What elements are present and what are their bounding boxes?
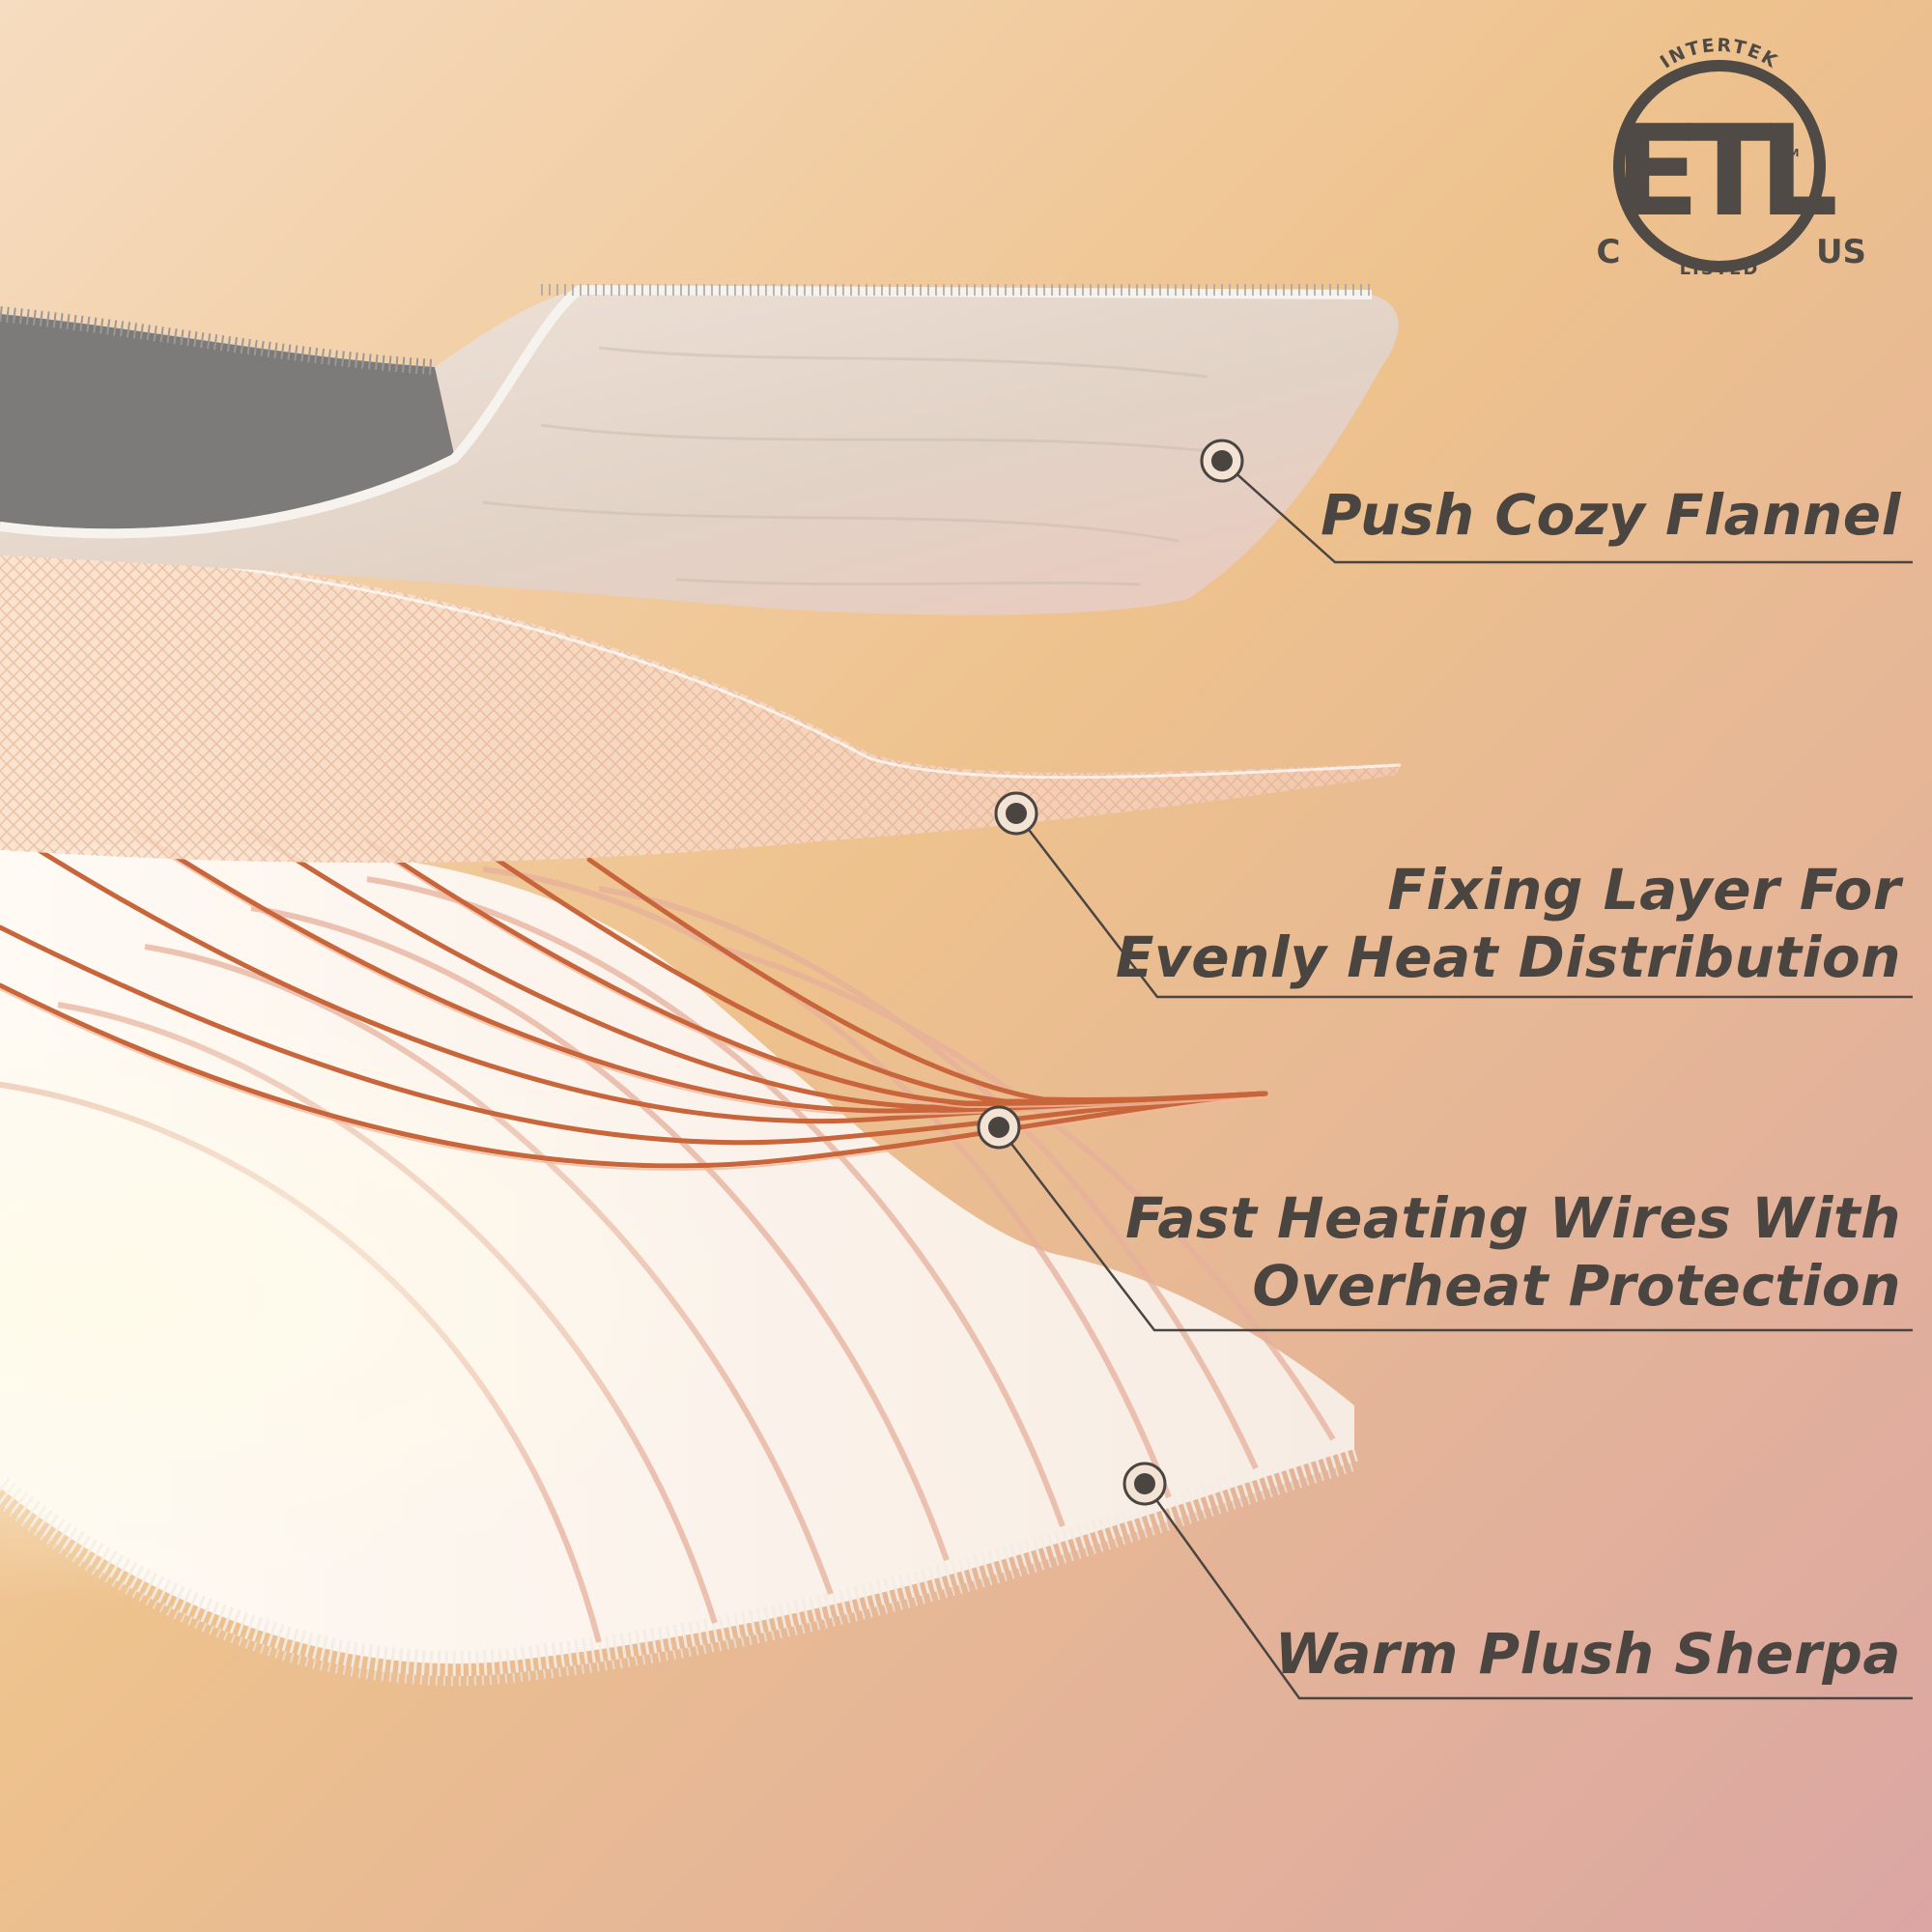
label-line: Fixing Layer For bbox=[1387, 857, 1901, 923]
label-fixing-layer: Fixing Layer For Evenly Heat Distributio… bbox=[1116, 856, 1901, 991]
label-line: Fast Heating Wires With bbox=[1124, 1185, 1901, 1251]
flannel-layer bbox=[0, 284, 1399, 615]
leader-flannel bbox=[1200, 439, 1913, 564]
label-line: Overheat Protection bbox=[1252, 1253, 1901, 1319]
svg-text:ETL: ETL bbox=[1614, 98, 1835, 244]
etl-listed-logo: INTERTEK ETL CM LISTED C US bbox=[1597, 35, 1867, 279]
label-push-cozy-flannel: Push Cozy Flannel bbox=[1321, 481, 1901, 549]
label-line: Evenly Heat Distribution bbox=[1115, 924, 1901, 990]
label-line: Push Cozy Flannel bbox=[1321, 482, 1901, 548]
label-warm-plush-sherpa: Warm Plush Sherpa bbox=[1275, 1620, 1901, 1688]
fixing-mesh-layer bbox=[0, 536, 1402, 864]
svg-text:LISTED: LISTED bbox=[1680, 259, 1760, 279]
leader-sherpa bbox=[1122, 1462, 1913, 1700]
svg-text:CM: CM bbox=[1780, 147, 1799, 159]
leader-fixing bbox=[994, 791, 1913, 999]
heating-wires bbox=[0, 828, 1268, 1169]
leader-wires bbox=[977, 1105, 1913, 1332]
label-heating-wires: Fast Heating Wires With Overheat Protect… bbox=[1125, 1184, 1901, 1320]
svg-text:US: US bbox=[1816, 233, 1866, 271]
sherpa-layer bbox=[0, 821, 1932, 1690]
svg-text:C: C bbox=[1597, 233, 1621, 271]
label-line: Warm Plush Sherpa bbox=[1274, 1621, 1901, 1687]
